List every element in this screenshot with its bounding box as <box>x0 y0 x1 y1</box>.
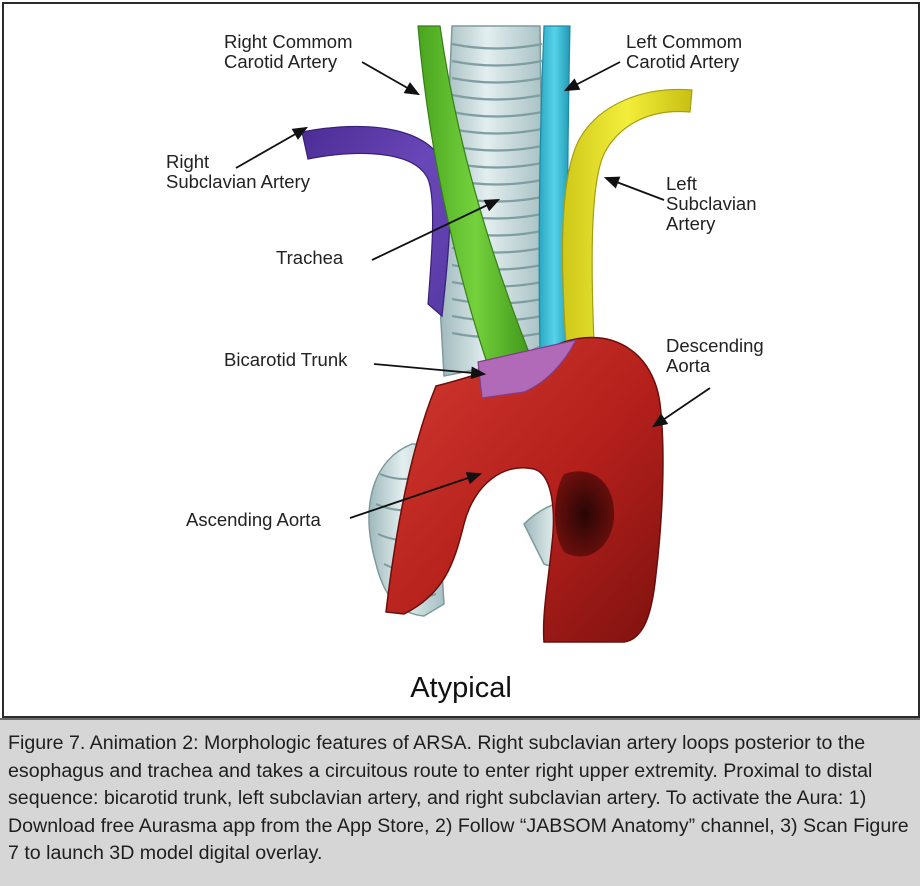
aortic-arch-diagram <box>4 4 918 716</box>
label-ascending-aorta: Ascending Aorta <box>186 510 321 530</box>
arrow-left-subclavian <box>606 178 664 200</box>
label-descending-aorta: Descending Aorta <box>666 336 764 376</box>
label-trachea: Trachea <box>276 248 343 268</box>
figure-panel: Right Commom Carotid Artery Left Commom … <box>2 2 920 718</box>
label-right-subclavian-artery: Right Subclavian Artery <box>166 152 310 192</box>
figure-title: Atypical <box>4 672 918 705</box>
figure-caption: Figure 7. Animation 2: Morphologic featu… <box>8 730 918 868</box>
label-right-common-carotid-artery: Right Commom Carotid Artery <box>224 32 353 72</box>
right-subclavian-artery <box>302 127 450 316</box>
arrow-left-common-carotid <box>566 62 620 90</box>
label-bicarotid-trunk: Bicarotid Trunk <box>224 350 347 370</box>
caption-panel: Figure 7. Animation 2: Morphologic featu… <box>0 718 920 886</box>
label-left-subclavian-artery: Left Subclavian Artery <box>666 174 757 234</box>
label-left-common-carotid-artery: Left Commom Carotid Artery <box>626 32 742 72</box>
arrow-descending-aorta <box>654 388 710 426</box>
arrow-right-common-carotid <box>362 62 418 94</box>
